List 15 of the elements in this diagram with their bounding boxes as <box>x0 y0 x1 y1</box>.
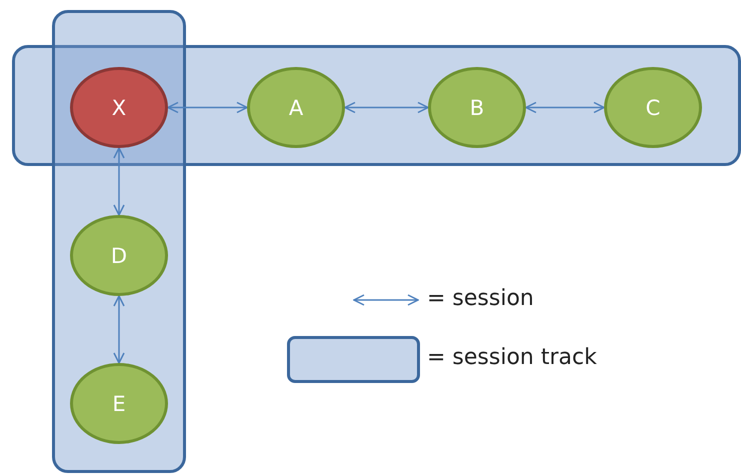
session-track-box <box>52 10 186 473</box>
double-arrow <box>525 102 605 114</box>
double-arrow <box>344 102 429 114</box>
session-track-box <box>12 45 741 166</box>
double-arrow <box>113 147 125 216</box>
node-label: A <box>288 96 304 120</box>
node-label: D <box>110 244 128 268</box>
node-label: B <box>470 96 484 120</box>
legend-label: = session track <box>427 347 597 369</box>
legend-label: = session <box>427 288 534 310</box>
node-label: X <box>112 96 126 120</box>
double-arrow <box>113 295 125 364</box>
double-arrow <box>167 102 248 114</box>
node-label: C <box>646 96 660 120</box>
node-label: E <box>112 392 126 416</box>
